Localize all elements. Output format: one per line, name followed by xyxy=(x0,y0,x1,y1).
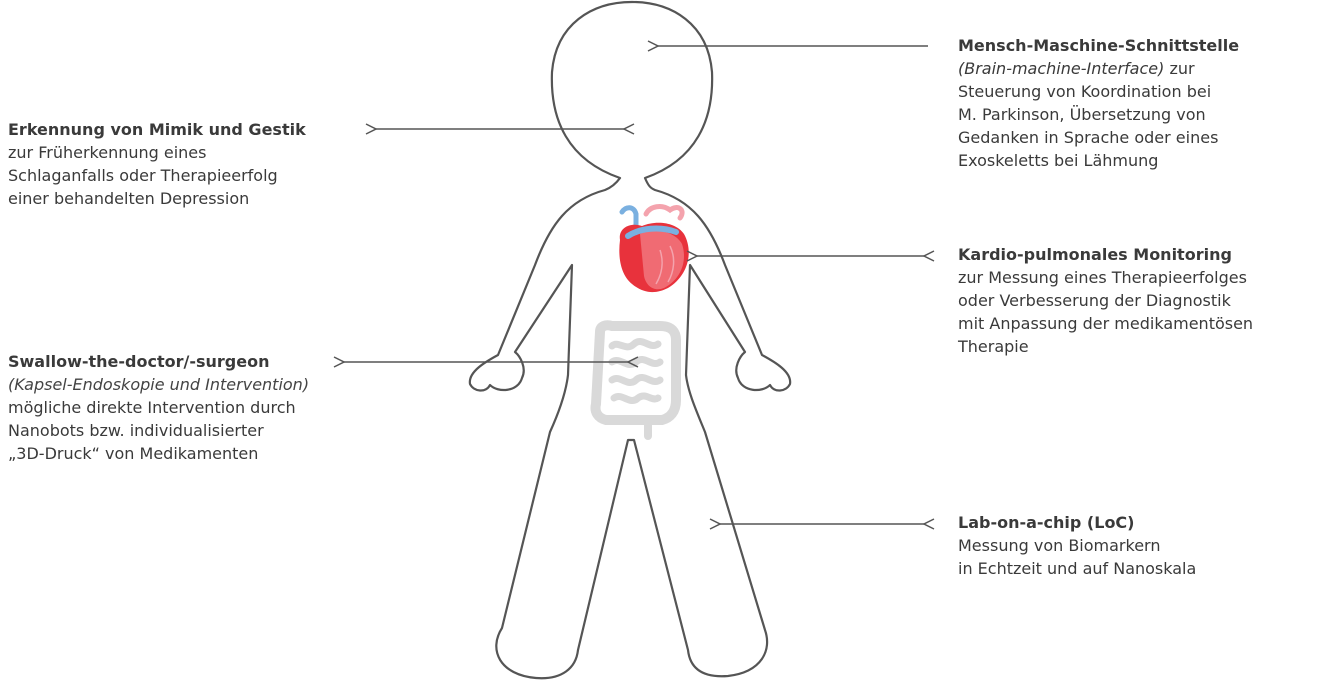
annotation-line: in Echtzeit und auf Nanoskala xyxy=(958,557,1196,580)
heart-icon xyxy=(619,207,688,293)
annotation-line: mit Anpassung der medikamentösen xyxy=(958,312,1253,335)
annotation-line: Steuerung von Koordination bei xyxy=(958,80,1239,103)
annotation-brain-machine-interface: Mensch-Maschine-Schnittstelle (Brain-mac… xyxy=(958,34,1239,172)
annotation-line: „3D-Druck“ von Medikamenten xyxy=(8,442,309,465)
annotation-line: Nanobots bzw. individualisierter xyxy=(8,419,309,442)
annotation-line: zur Früherkennung eines xyxy=(8,141,306,164)
annotation-subtitle-line: (Brain-machine-Interface) zur xyxy=(958,57,1239,80)
annotation-line: Therapie xyxy=(958,335,1253,358)
annotation-line: Gedanken in Sprache oder eines xyxy=(958,126,1239,149)
intestine-icon xyxy=(595,325,676,436)
annotation-line: M. Parkinson, Übersetzung von xyxy=(958,103,1239,126)
annotation-line: Exoskeletts bei Lähmung xyxy=(958,149,1239,172)
annotation-title: Kardio-pulmonales Monitoring xyxy=(958,243,1253,266)
annotation-cardio-monitoring: Kardio-pulmonales Monitoring zur Messung… xyxy=(958,243,1253,358)
annotation-line: mögliche direkte Intervention durch xyxy=(8,396,309,419)
annotation-subtitle: (Kapsel-Endoskopie und Intervention) xyxy=(8,373,309,396)
annotation-facial-expression: Erkennung von Mimik und Gestik zur Frühe… xyxy=(8,118,306,210)
annotation-line: Schlaganfalls oder Therapieerfolg xyxy=(8,164,306,187)
annotation-title: Lab-on-a-chip (LoC) xyxy=(958,511,1196,534)
annotation-subtitle-suffix: zur xyxy=(1164,59,1194,78)
annotation-subtitle: (Brain-machine-Interface) xyxy=(958,59,1164,78)
annotation-line: einer behandelten Depression xyxy=(8,187,306,210)
annotation-line: oder Verbesserung der Diagnostik xyxy=(958,289,1253,312)
annotation-line: Messung von Biomarkern xyxy=(958,534,1196,557)
body-outline xyxy=(470,2,790,678)
annotation-swallow-the-doctor: Swallow-the-doctor/-surgeon (Kapsel-Endo… xyxy=(8,350,309,465)
annotation-title: Mensch-Maschine-Schnittstelle xyxy=(958,34,1239,57)
annotation-title: Erkennung von Mimik und Gestik xyxy=(8,118,306,141)
annotation-title: Swallow-the-doctor/-surgeon xyxy=(8,350,309,373)
annotation-lab-on-a-chip: Lab-on-a-chip (LoC) Messung von Biomarke… xyxy=(958,511,1196,580)
annotation-line: zur Messung eines Therapieerfolges xyxy=(958,266,1253,289)
